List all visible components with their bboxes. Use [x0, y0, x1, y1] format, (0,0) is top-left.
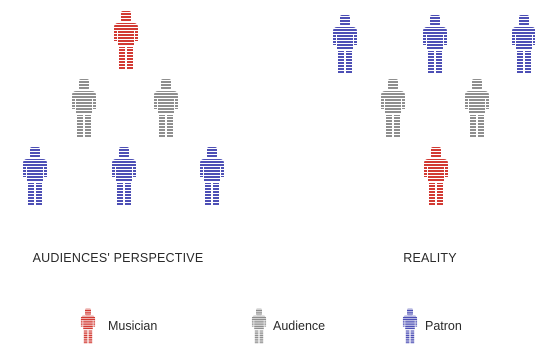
- patron-person-icon: [112, 147, 136, 205]
- legend-item-musician: Musician: [80, 308, 157, 344]
- audiences-perspective-caption: AUDIENCES' PERSPECTIVE: [33, 251, 204, 265]
- legend-label-audience: Audience: [273, 319, 325, 333]
- audience-person-icon: [72, 79, 96, 137]
- legend-item-patron: Patron: [402, 308, 462, 344]
- audience-person-icon: [251, 308, 267, 344]
- musician-person-icon: [114, 11, 138, 69]
- audiences-perspective-panel: [23, 11, 224, 205]
- patron-person-icon: [402, 308, 418, 344]
- audience-person-icon: [465, 79, 489, 137]
- musician-person-icon: [80, 308, 96, 344]
- patron-person-icon: [333, 15, 357, 73]
- legend-label-patron: Patron: [425, 319, 462, 333]
- musician-person-icon: [424, 147, 448, 205]
- musician-person-icon: [80, 308, 96, 344]
- legend-item-audience: Audience: [251, 308, 325, 344]
- legend-label-musician: Musician: [108, 319, 157, 333]
- patron-person-icon: [512, 15, 535, 73]
- reality-panel: [333, 15, 535, 205]
- reality-caption: REALITY: [403, 251, 457, 265]
- patron-person-icon: [402, 308, 418, 344]
- legend: Musician Audience Patron: [80, 308, 462, 344]
- patron-person-icon: [423, 15, 447, 73]
- audience-person-icon: [154, 79, 178, 137]
- audience-person-icon: [381, 79, 405, 137]
- audience-person-icon: [251, 308, 267, 344]
- patron-person-icon: [23, 147, 47, 205]
- patron-person-icon: [200, 147, 224, 205]
